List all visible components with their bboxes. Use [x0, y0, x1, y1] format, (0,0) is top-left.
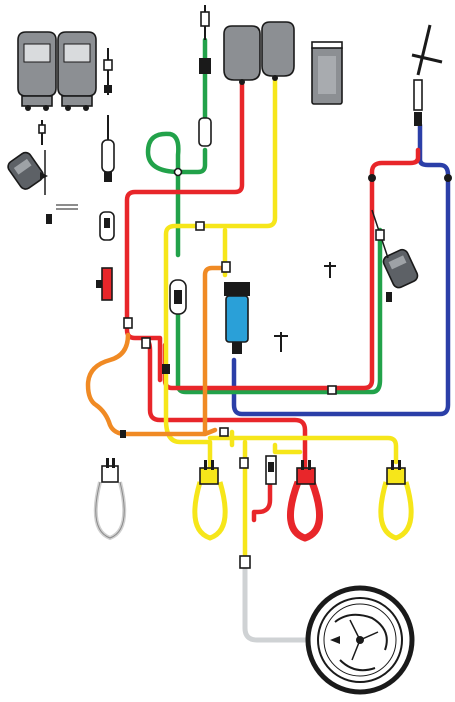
pump-loop-icon — [192, 460, 228, 541]
orange-line — [85, 265, 225, 437]
blue-line — [231, 122, 451, 417]
spike-icon — [103, 48, 113, 95]
clear-line — [242, 562, 323, 643]
red-line-right — [162, 147, 421, 391]
collection-bag-icon — [7, 151, 44, 190]
pump-loop-icon — [286, 460, 324, 542]
red-line-sample — [251, 467, 273, 523]
clamp-icon — [274, 262, 336, 352]
saline-bag-icon — [17, 31, 57, 111]
saline-bag-icon — [57, 31, 97, 111]
clamp-icon — [96, 267, 113, 301]
centrifuge-chamber-icon — [239, 555, 415, 695]
connector-icon — [120, 167, 452, 485]
pump-loop-icon — [378, 460, 414, 541]
collection-bag-icon — [311, 41, 343, 105]
collection-bag-icon — [382, 248, 419, 289]
pump-loop-icon — [93, 458, 127, 541]
yellow-line — [163, 67, 278, 473]
clamp-icon — [99, 211, 115, 241]
inline-filter-icon — [169, 279, 187, 315]
spike-icon — [38, 120, 78, 224]
green-line — [145, 37, 383, 395]
plasma-bag-icon — [223, 25, 261, 85]
drip-chamber-icon — [198, 5, 212, 147]
spike-icon — [371, 209, 392, 302]
red-line — [124, 77, 245, 383]
drip-chamber-icon — [101, 115, 115, 182]
spike-icon — [411, 24, 443, 126]
yellow-line-branch — [229, 429, 303, 455]
yellow-line-lower — [207, 435, 399, 465]
plasma-bag-icon — [261, 21, 295, 81]
inline-filter-icon — [224, 282, 250, 354]
